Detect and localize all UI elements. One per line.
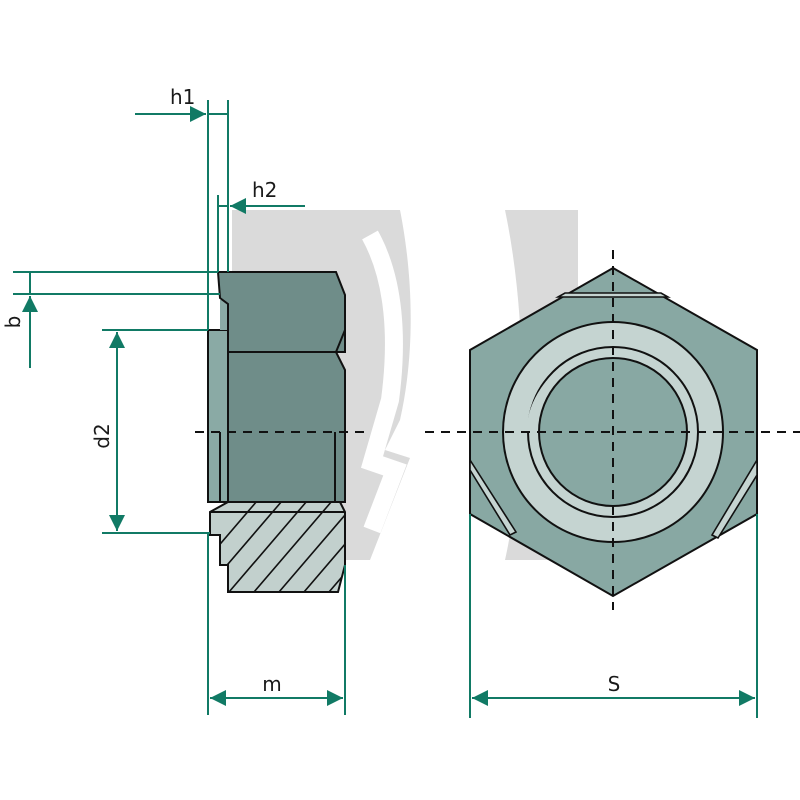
top-view bbox=[425, 250, 800, 610]
dimensions bbox=[13, 100, 758, 718]
nut-upper-body bbox=[216, 271, 346, 353]
label-s: S bbox=[608, 672, 621, 696]
weld-projection-right bbox=[710, 457, 758, 540]
weld-projection-top bbox=[554, 292, 672, 298]
label-b: b bbox=[1, 316, 25, 329]
side-view bbox=[195, 271, 370, 593]
nut-lower-body bbox=[227, 351, 346, 503]
pilot-collar bbox=[207, 329, 229, 503]
label-h2: h2 bbox=[252, 178, 277, 202]
label-h1: h1 bbox=[170, 85, 195, 109]
label-d2: d2 bbox=[90, 423, 114, 448]
label-m: m bbox=[262, 672, 281, 696]
section-hatch bbox=[209, 501, 346, 593]
weld-projection-left bbox=[469, 457, 518, 537]
